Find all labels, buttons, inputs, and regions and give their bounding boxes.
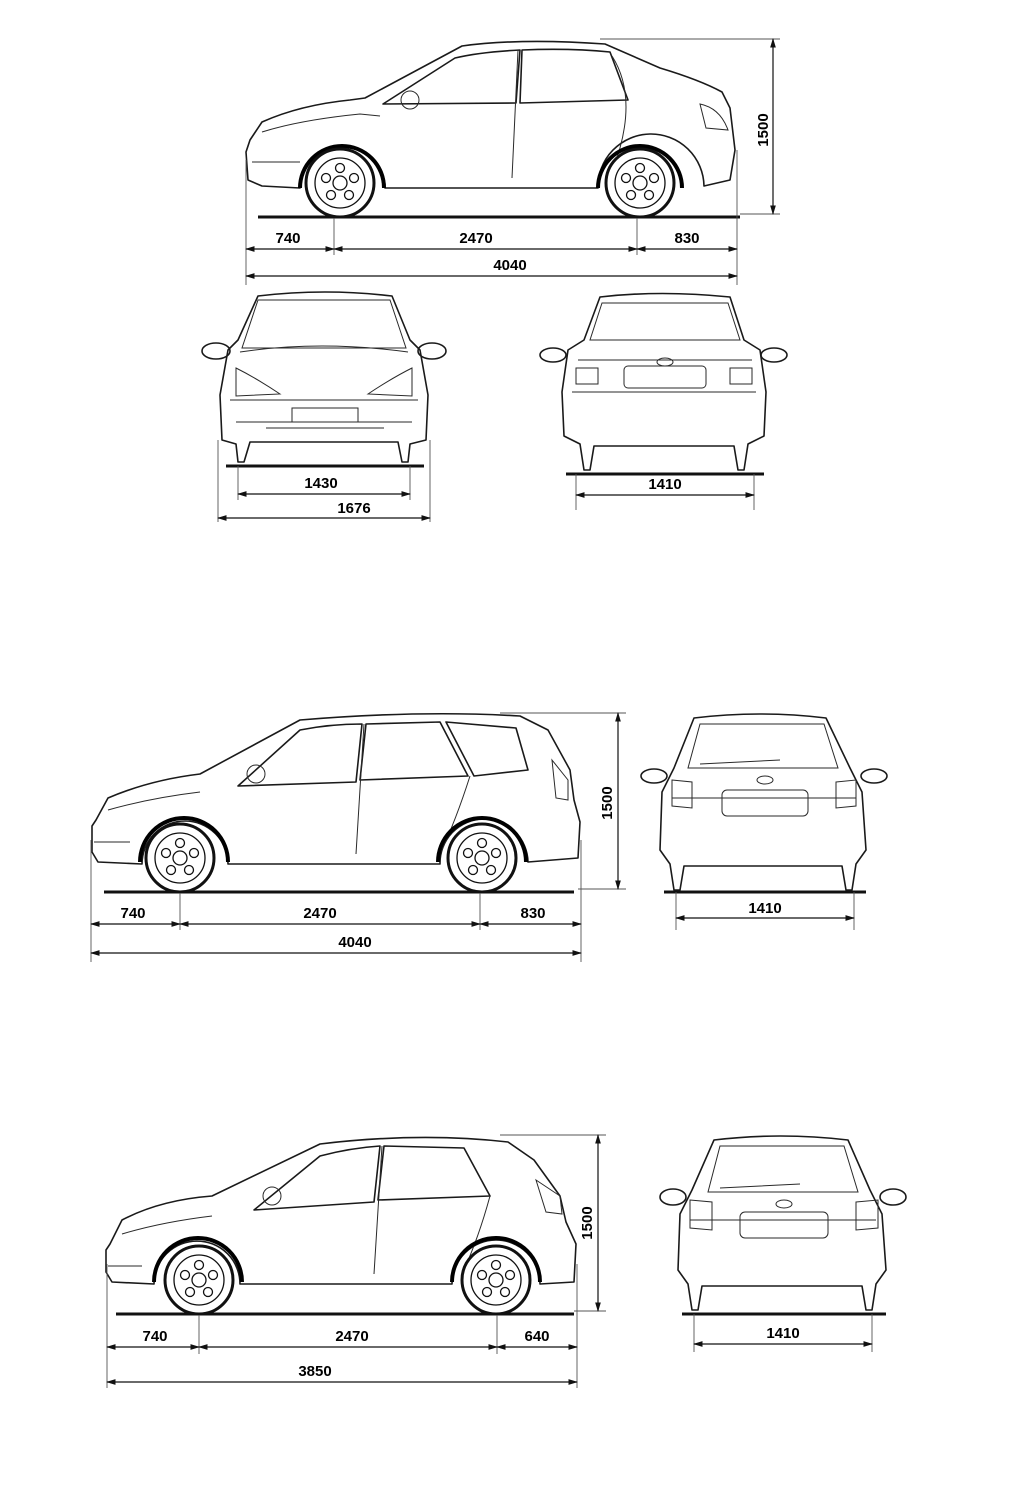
hatchback-rear-overhang-label: 640 — [524, 1328, 549, 1345]
sedan-rear-track-label: 1410 — [648, 476, 681, 493]
hatchback-wheelbase-label: 2470 — [335, 1328, 368, 1345]
sedan-rear-view: 1410 — [540, 294, 787, 511]
sedan-length-label: 4040 — [493, 257, 526, 274]
wagon-rear-view: 1410 — [641, 714, 887, 930]
hatchback-front-overhang-label: 740 — [142, 1328, 167, 1345]
sedan-windows — [383, 49, 628, 104]
sedan-front-outline — [220, 292, 428, 462]
wagon-rear-outline — [660, 714, 866, 890]
hatchback-height-label: 1500 — [579, 1206, 596, 1239]
wagon-wheelbase-label: 2470 — [303, 905, 336, 922]
wagon-rear-overhang-label: 830 — [520, 905, 545, 922]
hatchback-side-view: 740 2470 640 3850 1500 — [106, 1135, 606, 1388]
hatchback-rear-track-label: 1410 — [766, 1325, 799, 1342]
wagon-rear-track-label: 1410 — [748, 900, 781, 917]
hatchback-length-label: 3850 — [298, 1363, 331, 1380]
wagon-height-label: 1500 — [599, 786, 616, 819]
wagon-side-view: 740 2470 830 4040 1500 — [91, 713, 626, 962]
hatchback-rear-view: 1410 — [660, 1136, 906, 1352]
sedan-front-overhang-label: 740 — [275, 230, 300, 247]
sedan-side-view: 740 2470 830 4040 1500 — [246, 39, 780, 285]
sedan-wheelbase-label: 2470 — [459, 230, 492, 247]
wagon-front-overhang-label: 740 — [120, 905, 145, 922]
sedan-front-view: 1430 1676 — [202, 292, 446, 522]
wagon-windows — [238, 722, 528, 786]
wagon-length-label: 4040 — [338, 934, 371, 951]
sedan-width-label: 1676 — [337, 500, 370, 517]
sedan-height-label: 1500 — [755, 113, 772, 146]
hatchback-rear-outline — [678, 1136, 886, 1310]
sedan-rear-overhang-label: 830 — [674, 230, 699, 247]
hatchback-windows — [254, 1146, 490, 1210]
sedan-front-track-label: 1430 — [304, 475, 337, 492]
sedan-rear-outline — [562, 294, 766, 471]
